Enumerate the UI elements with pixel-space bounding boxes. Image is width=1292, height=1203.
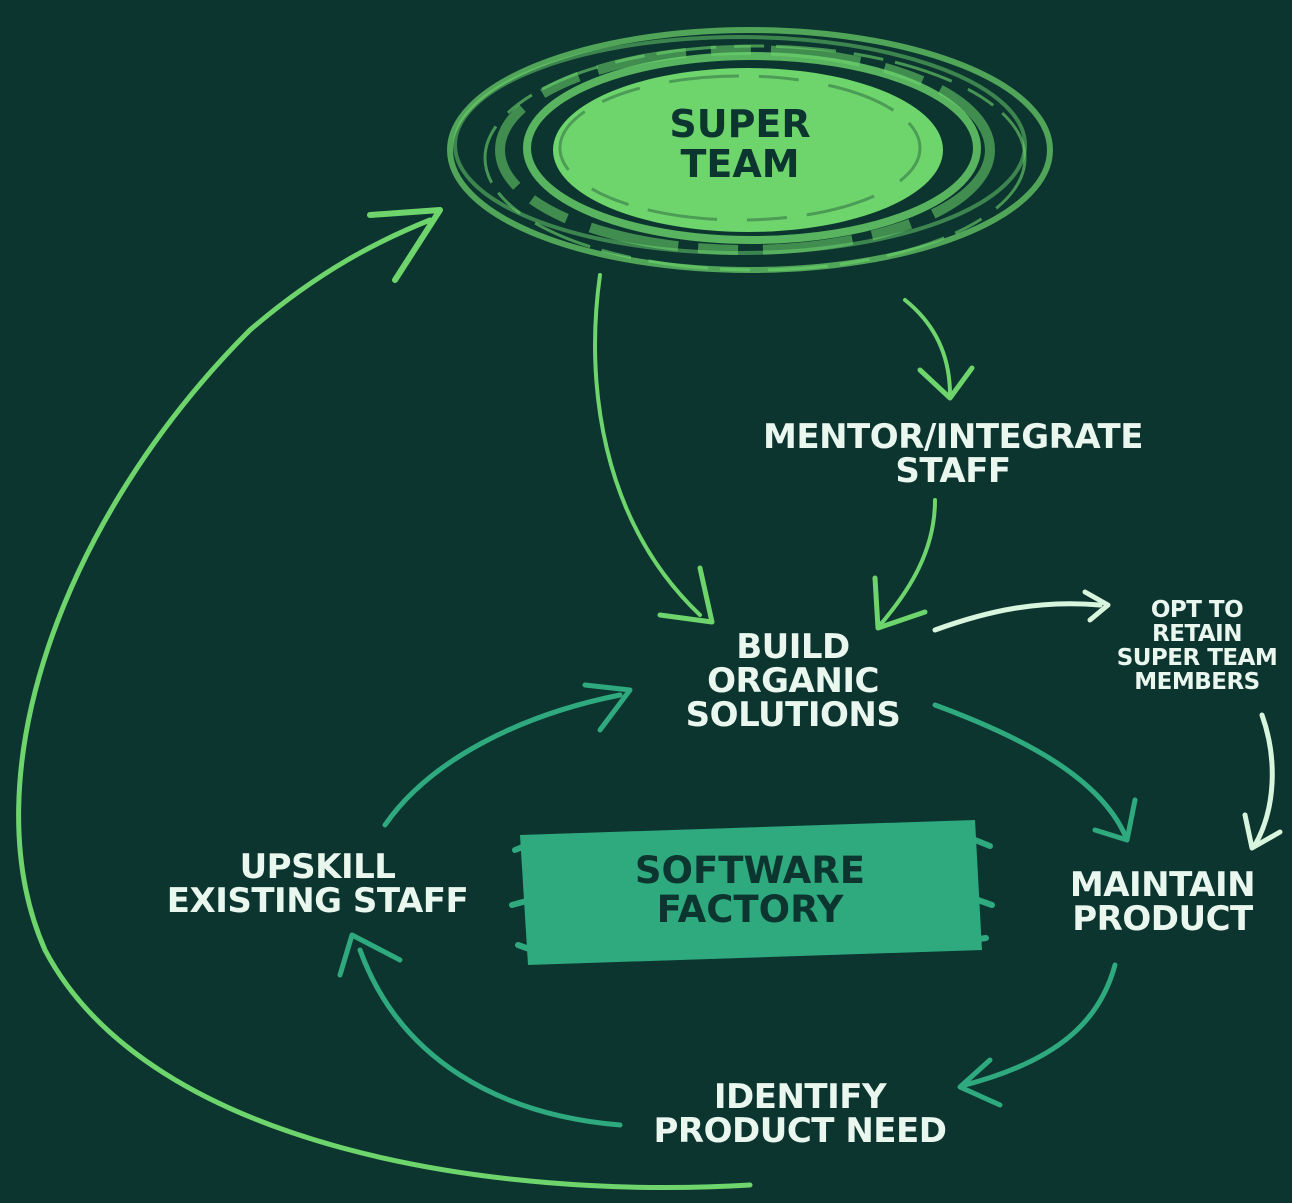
arrowhead-upskill-to-build [582, 682, 633, 733]
upskill-line2: EXISTING STAFF [166, 881, 469, 921]
super-team-line1: SUPER [669, 102, 811, 146]
arrowhead-build-to-maintain [1092, 797, 1138, 843]
arrow-retain-to-maintain [1252, 712, 1275, 848]
upskill-line1: UPSKILL [239, 847, 396, 887]
arrowhead-build-to-retain [1082, 589, 1111, 623]
arrowhead-maintain-to-identify [957, 1057, 1003, 1108]
build-label: BUILD ORGANIC SOLUTIONS [668, 630, 918, 732]
maintain-label: MAINTAIN PRODUCT [1055, 868, 1270, 936]
maintain-line2: PRODUCT [1072, 899, 1253, 939]
arrow-maintain-to-identify [962, 962, 1118, 1088]
maintain-line1: MAINTAIN [1069, 865, 1256, 905]
arrow-build-to-retain [932, 601, 1103, 633]
identify-line1: IDENTIFY [713, 1077, 887, 1117]
build-line2: ORGANIC [707, 661, 879, 701]
arrow-mentor-to-build [878, 498, 937, 627]
software-factory-label: SOFTWARE FACTORY [540, 849, 960, 931]
arrowhead-mentor-to-build [872, 575, 928, 631]
mentor-label: MENTOR/INTEGRATE STAFF [758, 420, 1148, 488]
retain-line1: OPT TO [1150, 597, 1244, 623]
arrow-super-to-mentor [903, 298, 952, 397]
arrow-super-to-build [593, 273, 702, 617]
arrow-build-to-maintain [932, 702, 1128, 838]
factory-line1: SOFTWARE [634, 849, 866, 892]
loop-arrowhead [367, 207, 443, 283]
super-team-ellipse [447, 27, 1053, 273]
mentor-line1: MENTOR/INTEGRATE [763, 417, 1143, 457]
factory-line2: FACTORY [656, 887, 844, 931]
identify-label: IDENTIFY PRODUCT NEED [640, 1080, 960, 1148]
retain-line4: MEMBERS [1134, 669, 1260, 696]
super-team-label: SUPER TEAM [620, 102, 860, 186]
software-factory-box [509, 820, 995, 965]
mentor-line2: STAFF [895, 451, 1011, 491]
upskill-label: UPSKILL EXISTING STAFF [155, 850, 480, 918]
arrowhead-identify-to-upskill [337, 932, 403, 978]
arrowhead-super-to-mentor [917, 365, 975, 401]
retain-line3: SUPER TEAM [1116, 645, 1278, 672]
retain-label: OPT TO RETAIN SUPER TEAM MEMBERS [1112, 598, 1282, 695]
arrow-upskill-to-build [382, 692, 623, 828]
arrowhead-super-to-build [657, 565, 715, 625]
super-team-line2: TEAM [680, 141, 800, 186]
arrowhead-retain-to-maintain [1242, 812, 1283, 851]
arrow-identify-to-upskill [357, 947, 623, 1128]
identify-line2: PRODUCT NEED [653, 1111, 947, 1151]
retain-line2: RETAIN [1152, 621, 1242, 648]
loop-arrow-to-super-team [16, 217, 753, 1190]
build-line3: SOLUTIONS [685, 695, 901, 735]
build-line1: BUILD [736, 627, 850, 667]
